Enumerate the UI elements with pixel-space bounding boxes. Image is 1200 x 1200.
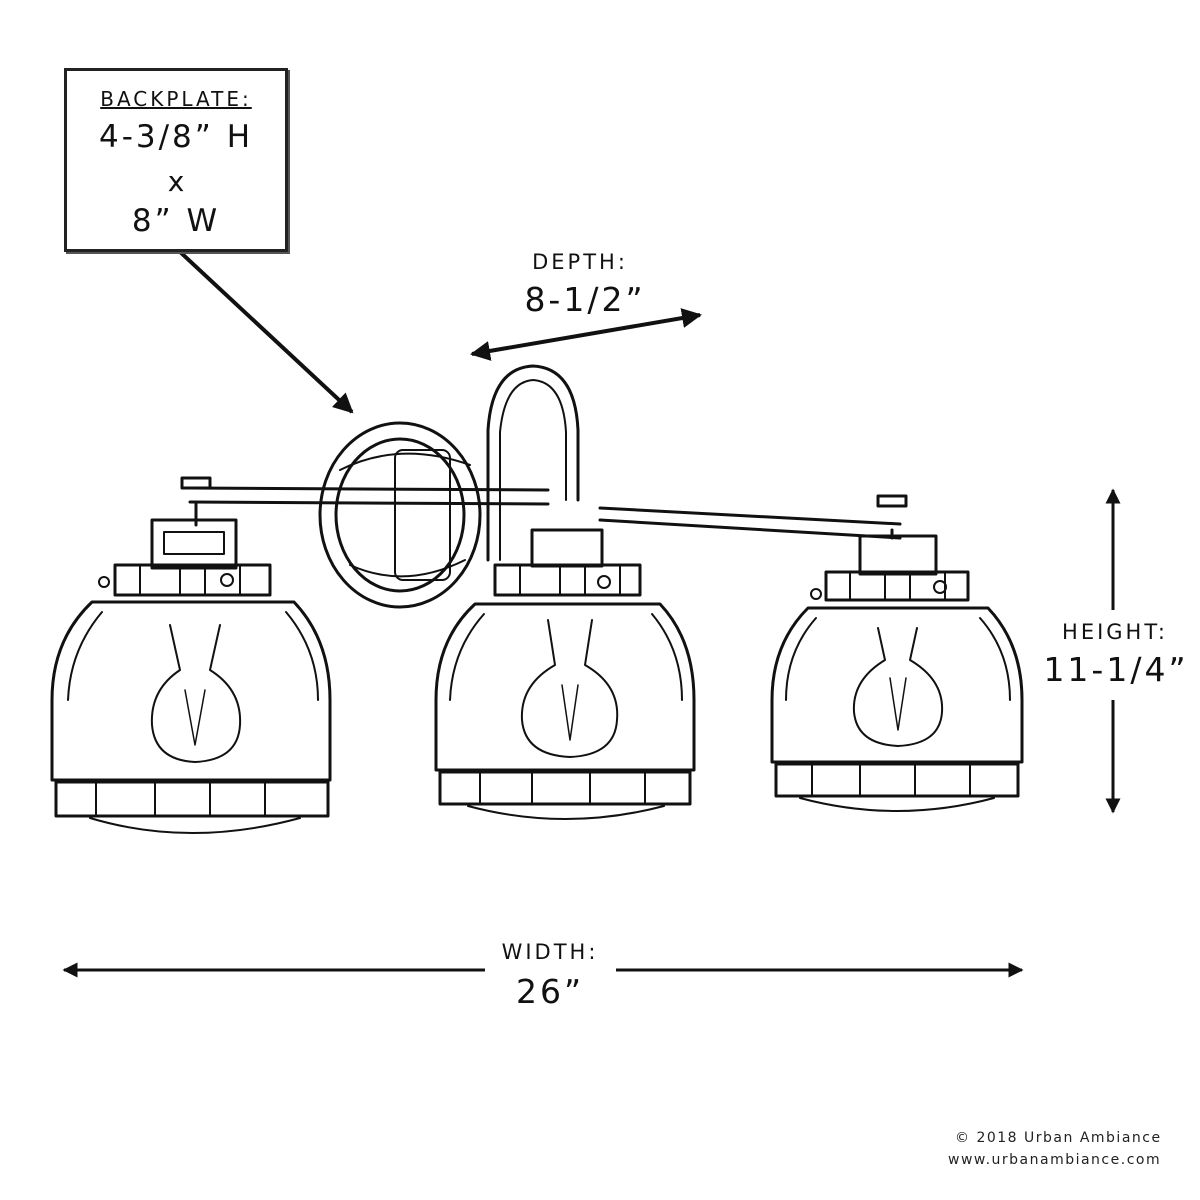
website-text: www.urbanambiance.com — [948, 1152, 1162, 1168]
width-value: 26” — [515, 972, 585, 1011]
depth-label: DEPTH: — [532, 250, 628, 274]
depth-arrow — [470, 308, 702, 361]
backplate-icon — [318, 421, 482, 609]
center-shade-icon — [434, 528, 696, 820]
backplate-width: 8” W — [131, 203, 221, 239]
right-shade-icon — [770, 534, 1024, 812]
height-label: HEIGHT: — [1062, 620, 1168, 644]
crossbar-icon — [180, 476, 908, 540]
backplate-height: 4-3/8” H — [98, 119, 254, 155]
backplate-label: BACKPLATE: — [100, 87, 252, 111]
copyright-text: © 2018 Urban Ambiance — [955, 1130, 1162, 1146]
backplate-callout-arrow — [176, 248, 354, 414]
depth-value: 8-1/2” — [524, 280, 646, 319]
left-shade-icon — [50, 518, 332, 834]
backplate-callout: BACKPLATE: 4-3/8” H x 8” W — [64, 68, 288, 252]
height-value: 11-1/4” — [1043, 650, 1189, 689]
backplate-times: x — [167, 165, 185, 198]
gooseneck-arm-icon — [486, 364, 580, 562]
width-label: WIDTH: — [501, 940, 599, 964]
